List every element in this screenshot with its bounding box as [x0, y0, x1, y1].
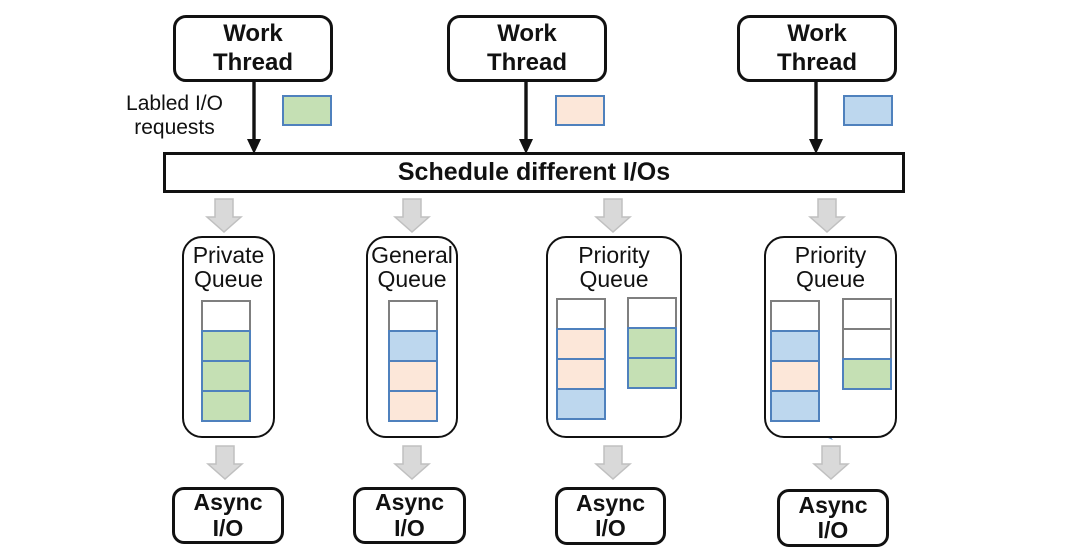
- queue-cell: [556, 358, 606, 390]
- work-thread-label: Work: [497, 20, 557, 48]
- work-thread-label: Work: [787, 20, 847, 48]
- queue-cell: [770, 330, 820, 362]
- queue-cell: [556, 388, 606, 420]
- request-label-line1: Labled I/O: [126, 92, 223, 115]
- async-io-label: I/O: [212, 514, 244, 541]
- queue-stack-priority2-right: [842, 298, 892, 390]
- work-thread-label: Work: [223, 20, 283, 48]
- queue-title: Priority: [794, 242, 867, 268]
- queue-cell: [627, 357, 677, 389]
- work-thread-label: Thread: [776, 48, 857, 76]
- queue-stack-priority1-right: [627, 297, 677, 389]
- queue-cell: [388, 390, 438, 422]
- work-thread-box-1: Work Thread: [173, 15, 333, 82]
- work-thread-label: Thread: [486, 48, 567, 76]
- queue-title: Queue: [795, 266, 866, 293]
- io-request-chip-peach: [555, 95, 605, 126]
- async-io-box-2: Async I/O: [353, 487, 466, 544]
- queue-cell: [201, 330, 251, 362]
- down-arrow-icon: [206, 445, 244, 481]
- queue-stack-private: [201, 300, 251, 422]
- thread-arrow-2-icon: [519, 82, 533, 154]
- queue-stack-priority1-left: [556, 298, 606, 420]
- queue-cell: [388, 300, 438, 332]
- async-io-box-1: Async I/O: [172, 487, 284, 544]
- async-io-box-4: Async I/O: [777, 489, 889, 547]
- async-io-label: Async: [575, 489, 646, 516]
- queue-title: Queue: [193, 266, 264, 293]
- request-label-line2: requests: [134, 115, 215, 139]
- queue-cell: [388, 360, 438, 392]
- io-request-chip-blue: [843, 95, 893, 126]
- queue-cell: [770, 300, 820, 332]
- queue-title: Queue: [377, 266, 447, 293]
- queue-cell: [388, 330, 438, 362]
- queue-title: Private: [192, 242, 265, 268]
- work-thread-box-2: Work Thread: [447, 15, 607, 82]
- thread-arrow-1-icon: [247, 82, 261, 154]
- queue-cell: [556, 298, 606, 330]
- down-arrow-icon: [812, 445, 850, 481]
- queue-stack-priority2-left: [770, 300, 820, 422]
- down-arrow-icon: [594, 445, 632, 481]
- scheduler-label: Schedule different I/Os: [397, 158, 671, 186]
- queue-title: Priority: [578, 242, 650, 268]
- queue-cell: [770, 360, 820, 392]
- queue-cell: [842, 298, 892, 330]
- scheduler-bar: Schedule different I/Os: [163, 152, 905, 193]
- queue-stack-general: [388, 300, 438, 422]
- request-label: Labled I/O requests: [112, 92, 237, 139]
- down-arrow-icon: [393, 198, 431, 234]
- down-arrow-icon: [808, 198, 846, 234]
- async-io-label: I/O: [394, 514, 425, 541]
- thread-arrow-3-icon: [809, 82, 823, 154]
- queue-title: Queue: [579, 266, 649, 293]
- queue-cell: [556, 328, 606, 360]
- async-io-label: Async: [798, 491, 868, 518]
- queue-cell: [201, 300, 251, 332]
- queue-cell: [627, 327, 677, 359]
- down-arrow-icon: [205, 198, 243, 234]
- queue-cell: [201, 390, 251, 422]
- async-io-label: Async: [374, 489, 445, 516]
- work-thread-label: Thread: [212, 48, 293, 76]
- async-io-box-3: Async I/O: [555, 487, 666, 545]
- io-request-chip-green: [282, 95, 332, 126]
- down-arrow-icon: [594, 198, 632, 234]
- async-io-label: I/O: [595, 515, 626, 541]
- queue-cell: [842, 328, 892, 360]
- queue-cell: [770, 390, 820, 422]
- queue-title: General: [371, 242, 453, 268]
- async-io-label: Async: [193, 489, 263, 516]
- queue-cell: [201, 360, 251, 392]
- queue-cell: [627, 297, 677, 329]
- async-io-label: I/O: [817, 517, 849, 543]
- work-thread-box-3: Work Thread: [737, 15, 897, 82]
- down-arrow-icon: [393, 445, 431, 481]
- queue-cell: [842, 358, 892, 390]
